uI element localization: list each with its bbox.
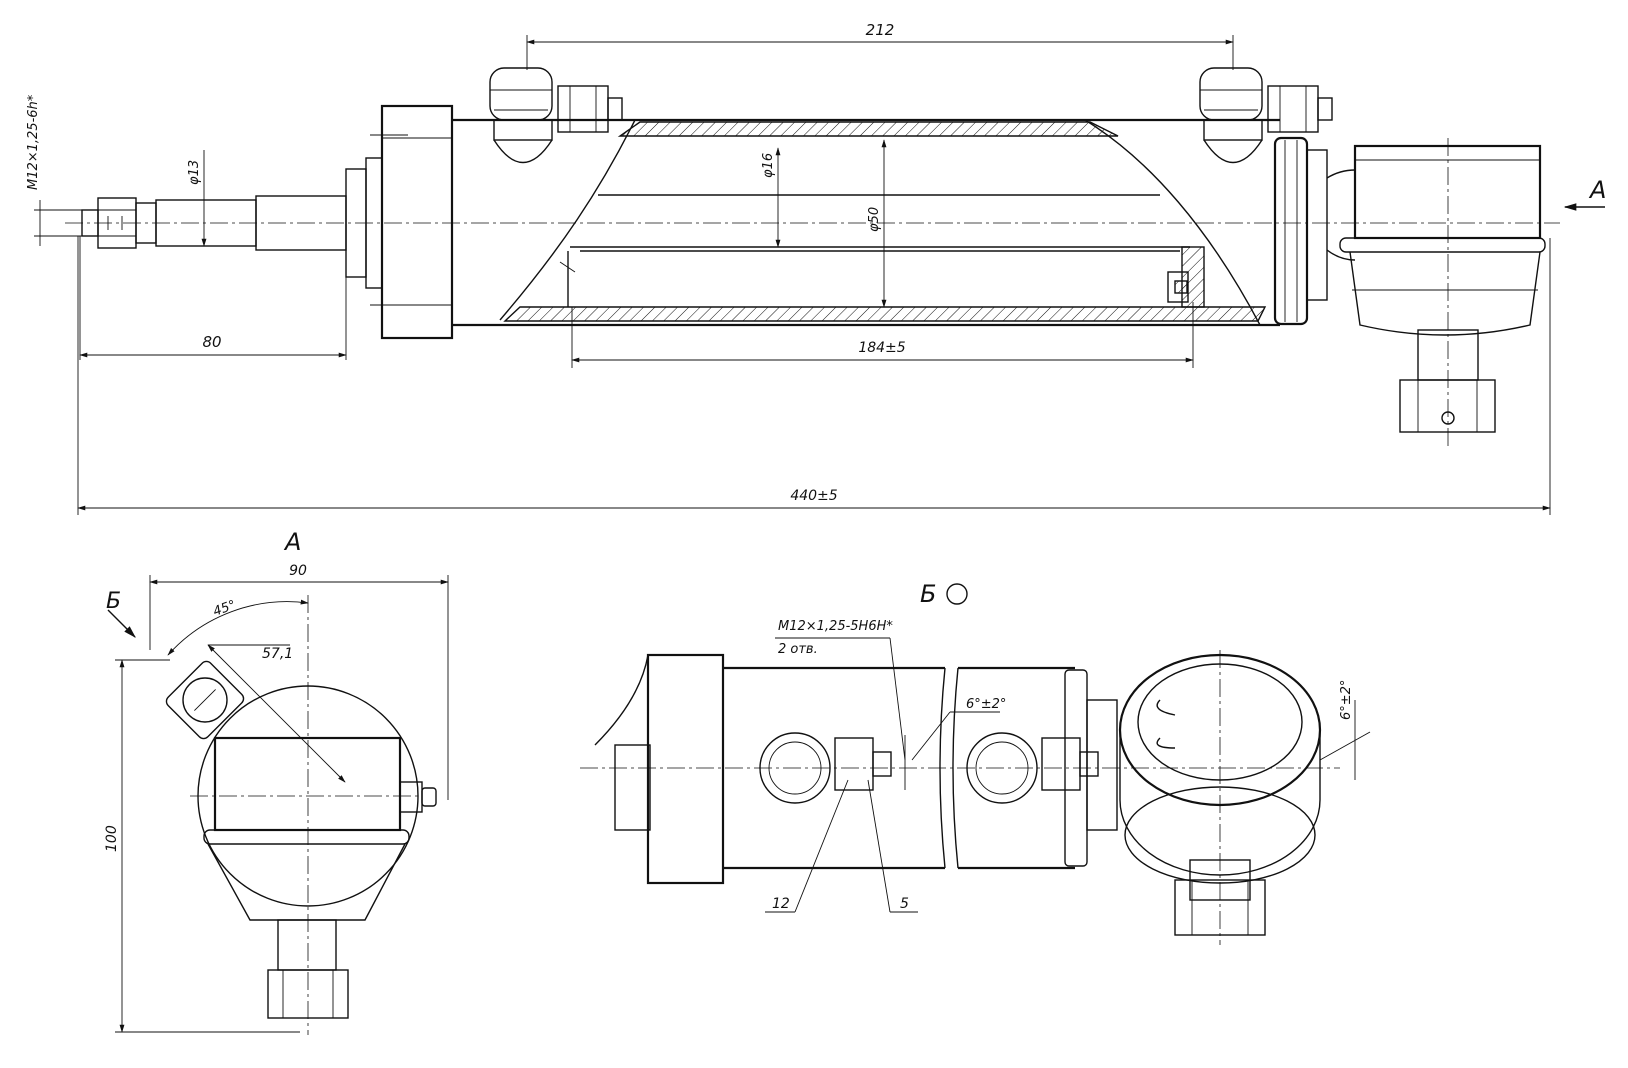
ball-joint (1326, 138, 1546, 450)
view-a-arrow: А (1563, 176, 1606, 211)
main-view: 212 M12×1,25-6h* φ13 φ16 φ50 (26, 21, 1606, 515)
front-flange (380, 104, 454, 340)
angle-6b-label: 6°±2° (1339, 680, 1354, 720)
thread-label-top: M12×1,25-6h* (26, 94, 82, 246)
dim-dia13: φ13 (187, 150, 207, 247)
view-a-title: А (283, 528, 301, 556)
dim-212: 212 (526, 21, 1234, 70)
dim-184-label: 184±5 (858, 340, 905, 356)
dim-440: 440±5 (77, 236, 1551, 515)
fitting-right (1199, 67, 1333, 164)
dim-dia16: φ16 (761, 147, 781, 248)
piston-rod (135, 157, 383, 289)
dim-184: 184±5 (571, 302, 1194, 368)
view-b-ball-joint (1118, 650, 1322, 945)
cylinder-body (452, 118, 1328, 327)
rotation-icon (946, 583, 968, 605)
dim-80-label: 80 (202, 333, 221, 351)
view-b: Б (580, 580, 1371, 945)
callout-5-label: 5 (900, 896, 909, 912)
thread-top-label: M12×1,25-6h* (26, 94, 41, 190)
view-b-port-left (759, 732, 892, 804)
dim-100-label: 100 (104, 825, 120, 852)
view-b-title: Б (920, 580, 936, 608)
dia50-label: φ50 (867, 207, 882, 232)
view-b-arrow-label: Б (106, 589, 121, 614)
view-a: А Б 90 45° 57,1 (104, 528, 449, 1035)
view-b-port-right (966, 732, 1099, 804)
fitting-left (489, 67, 623, 164)
view-b-flange (646, 653, 725, 885)
dim-57-label: 57,1 (262, 646, 293, 662)
thread-bottom-label: M12×1,25-5Н6Н* (778, 619, 893, 634)
view-a-arrow-label: А (1588, 176, 1606, 204)
callout-12-label: 12 (772, 896, 790, 912)
dia13-label: φ13 (187, 160, 202, 185)
dim-440-label: 440±5 (790, 488, 837, 504)
angle-6a-label: 6°±2° (966, 697, 1006, 712)
dim-45-label: 45° (211, 598, 238, 620)
holes-label: 2 отв. (778, 642, 818, 657)
dim-212-label: 212 (866, 21, 895, 39)
dim-dia50: φ50 (867, 139, 887, 308)
dim-80: 80 (79, 236, 347, 360)
view-b-arrow-line (107, 609, 136, 638)
dia16-label: φ16 (761, 153, 776, 178)
dim-90-label: 90 (289, 563, 307, 579)
view-a-housing (213, 736, 402, 832)
